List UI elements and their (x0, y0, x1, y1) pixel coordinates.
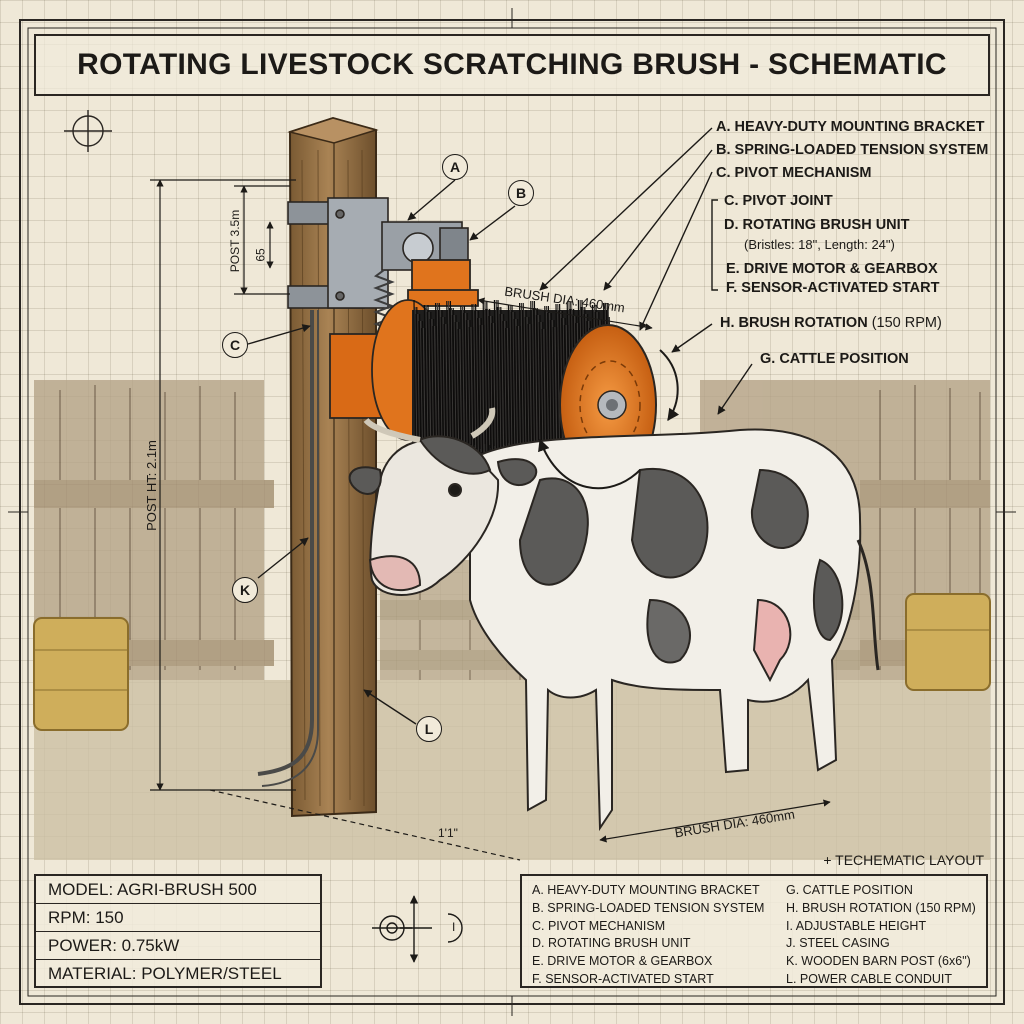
legend-item: L. POWER CABLE CONDUIT (786, 971, 952, 986)
legend-item: B. SPRING-LOADED TENSION SYSTEM (532, 900, 765, 915)
dimension-post-upper: POST 3.5m (228, 209, 243, 273)
legend-item: H. BRUSH ROTATION (150 RPM) (786, 900, 976, 915)
power-cable-conduit (257, 310, 319, 787)
registration-crosshair-icon (64, 110, 112, 152)
legend-column-right: G. CATTLE POSITION H. BRUSH ROTATION (15… (786, 882, 976, 989)
legend-item: J. STEEL CASING (786, 936, 890, 951)
legend-item: I. ADJUSTABLE HEIGHT (786, 918, 927, 933)
legend-item: G. CATTLE POSITION (786, 883, 913, 897)
marker-a: A (442, 154, 468, 180)
marker-b: B (508, 180, 534, 206)
spec-box: MODEL: AGRI-BRUSH 500 RPM: 150 POWER: 0.… (34, 874, 322, 988)
legend-item: E. DRIVE MOTOR & GEARBOX (532, 954, 713, 969)
spec-power: POWER: 0.75kW (36, 932, 320, 960)
legend-item: C. PIVOT MECHANISM (532, 918, 666, 933)
hay-bale-right (905, 593, 991, 691)
dimension-base: 1'1" (438, 826, 458, 840)
callout-d-detail: (Bristles: 18", Length: 24") (744, 237, 895, 252)
spec-model: MODEL: AGRI-BRUSH 500 (36, 876, 320, 904)
legend-item: F. SENSOR-ACTIVATED START (532, 971, 714, 986)
marker-l: L (416, 716, 442, 742)
callout-f: F. SENSOR-ACTIVATED START (726, 280, 940, 296)
callout-e: E. DRIVE MOTOR & GEARBOX (726, 261, 938, 277)
brush-rotation-arrows (538, 349, 680, 490)
dimension-post-height: POST HT: 2.1m (143, 440, 159, 531)
callout-g: G. CATTLE POSITION (760, 351, 909, 367)
cow-illustration (348, 407, 880, 832)
callout-h-rpm: (150 RPM) (871, 315, 942, 331)
callout-h-label: H. BRUSH ROTATION (720, 315, 868, 331)
callout-d: D. ROTATING BRUSH UNIT (724, 217, 910, 233)
marker-c: C (222, 332, 248, 358)
barn-floor (34, 680, 990, 860)
dimension-lines (150, 179, 831, 861)
spec-material: MATERIAL: POLYMER/STEEL (48, 964, 282, 983)
leader-lines (247, 127, 753, 725)
rotation-symbol-icon (372, 895, 463, 963)
hay-bale-left (33, 617, 129, 731)
dimension-upper-small: 65 (253, 248, 268, 262)
legend-item: A. HEAVY-DUTY MOUNTING BRACKET (532, 883, 760, 897)
title-box: ROTATING LIVESTOCK SCRATCHING BRUSH - SC… (34, 34, 990, 96)
page-title: ROTATING LIVESTOCK SCRATCHING BRUSH - SC… (77, 48, 947, 81)
layout-label: + TECHEMATIC LAYOUT (823, 852, 984, 868)
legend-item: K. WOODEN BARN POST (6x6") (786, 954, 971, 969)
legend-column-left: A. HEAVY-DUTY MOUNTING BRACKET B. SPRING… (532, 882, 764, 989)
legend-item: D. ROTATING BRUSH UNIT (532, 936, 691, 951)
spec-rpm: RPM: 150 (36, 904, 320, 932)
callout-h: H. BRUSH ROTATION (150 RPM) (720, 316, 942, 331)
legend-box: A. HEAVY-DUTY MOUNTING BRACKET B. SPRING… (520, 874, 988, 988)
callout-c-pivot-joint: C. PIVOT JOINT (724, 193, 833, 209)
callout-c-pivot-mechanism: C. PIVOT MECHANISM (716, 165, 872, 181)
callout-a: A. HEAVY-DUTY MOUNTING BRACKET (716, 119, 985, 135)
marker-k: K (232, 577, 258, 603)
rotation-symbol-label: I (452, 920, 456, 934)
callout-b: B. SPRING-LOADED TENSION SYSTEM (716, 142, 989, 158)
